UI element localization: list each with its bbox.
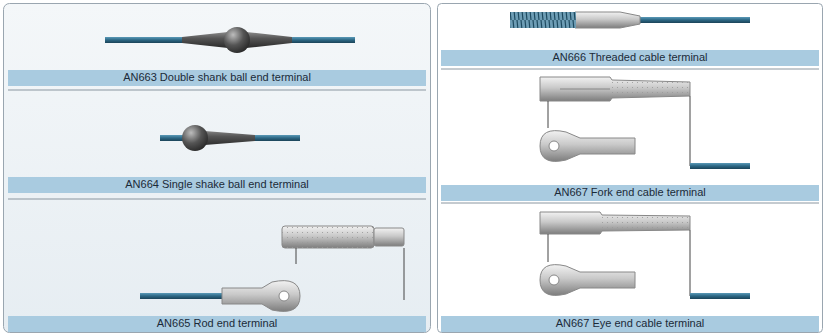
caption-text: AN665 Rod end terminal — [157, 317, 277, 330]
caption-band: AN665 Rod end terminal — [8, 316, 426, 332]
caption-band: AN664 Single shake ball end terminal — [8, 177, 426, 193]
caption-text: AN666 Threaded cable terminal — [552, 51, 707, 64]
caption-band: AN663 Double shank ball end terminal — [8, 70, 426, 86]
caption-band: AN667 Fork end cable terminal — [441, 185, 819, 201]
caption-text: AN664 Single shake ball end terminal — [125, 178, 308, 191]
caption-band: AN666 Threaded cable terminal — [441, 50, 819, 66]
caption-text: AN663 Double shank ball end terminal — [123, 71, 311, 84]
caption-band: AN667 Eye end cable terminal — [441, 316, 819, 332]
caption-text: AN667 Fork end cable terminal — [554, 186, 706, 199]
caption-text: AN667 Eye end cable terminal — [556, 317, 705, 330]
